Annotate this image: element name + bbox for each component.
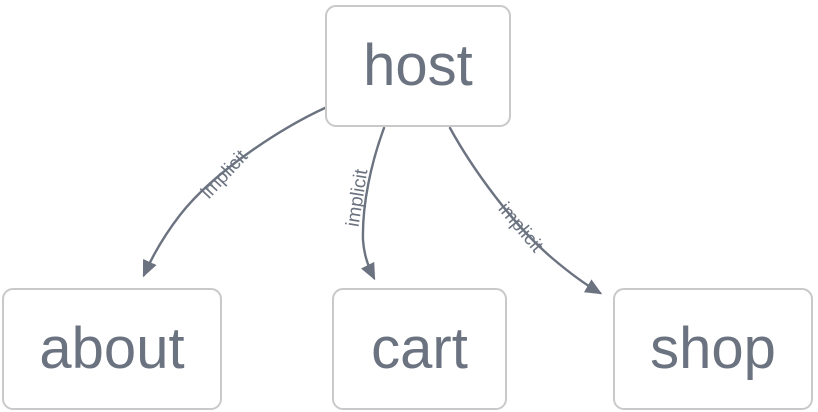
edge-host-cart	[361, 126, 386, 281]
node-cart-label: cart	[371, 316, 468, 381]
node-host-label: host	[363, 33, 473, 98]
node-about-label: about	[39, 316, 185, 381]
node-about[interactable]: about	[2, 288, 222, 410]
node-shop-label: shop	[650, 316, 776, 381]
node-shop[interactable]: shop	[613, 288, 813, 410]
node-cart[interactable]: cart	[332, 288, 507, 410]
edge-host-shop	[448, 126, 603, 295]
node-host[interactable]: host	[325, 5, 511, 127]
edge-host-about	[142, 105, 329, 278]
